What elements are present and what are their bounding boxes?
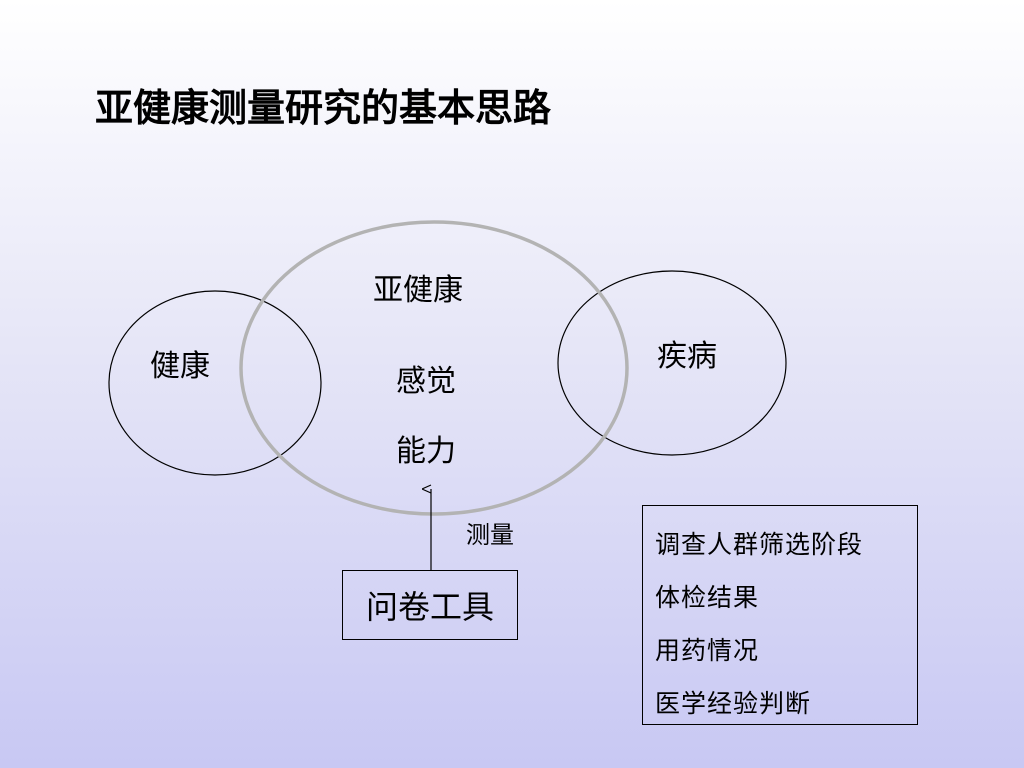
subhealth-circle <box>239 220 629 516</box>
perception-label: 感觉 <box>396 364 456 399</box>
disease-circle <box>557 270 787 456</box>
assessment-methods-box: 调查人群筛选阶段 体检结果 用药情况 医学经验判断 <box>642 505 918 725</box>
method-item: 医学经验判断 <box>655 689 812 718</box>
slide-title: 亚健康测量研究的基本思路 <box>95 86 552 130</box>
questionnaire-tool-box: 问卷工具 <box>342 570 518 640</box>
method-item: 体检结果 <box>655 583 760 612</box>
measure-label: 测量 <box>466 521 514 549</box>
disease-label: 疾病 <box>657 339 717 374</box>
subhealth-label: 亚健康 <box>373 273 463 308</box>
method-item: 用药情况 <box>655 636 760 665</box>
health-circle <box>108 290 322 476</box>
method-item: 调查人群筛选阶段 <box>655 530 864 559</box>
health-label: 健康 <box>150 349 210 384</box>
questionnaire-tool-label: 问卷工具 <box>365 588 494 626</box>
ability-label: 能力 <box>396 434 456 469</box>
